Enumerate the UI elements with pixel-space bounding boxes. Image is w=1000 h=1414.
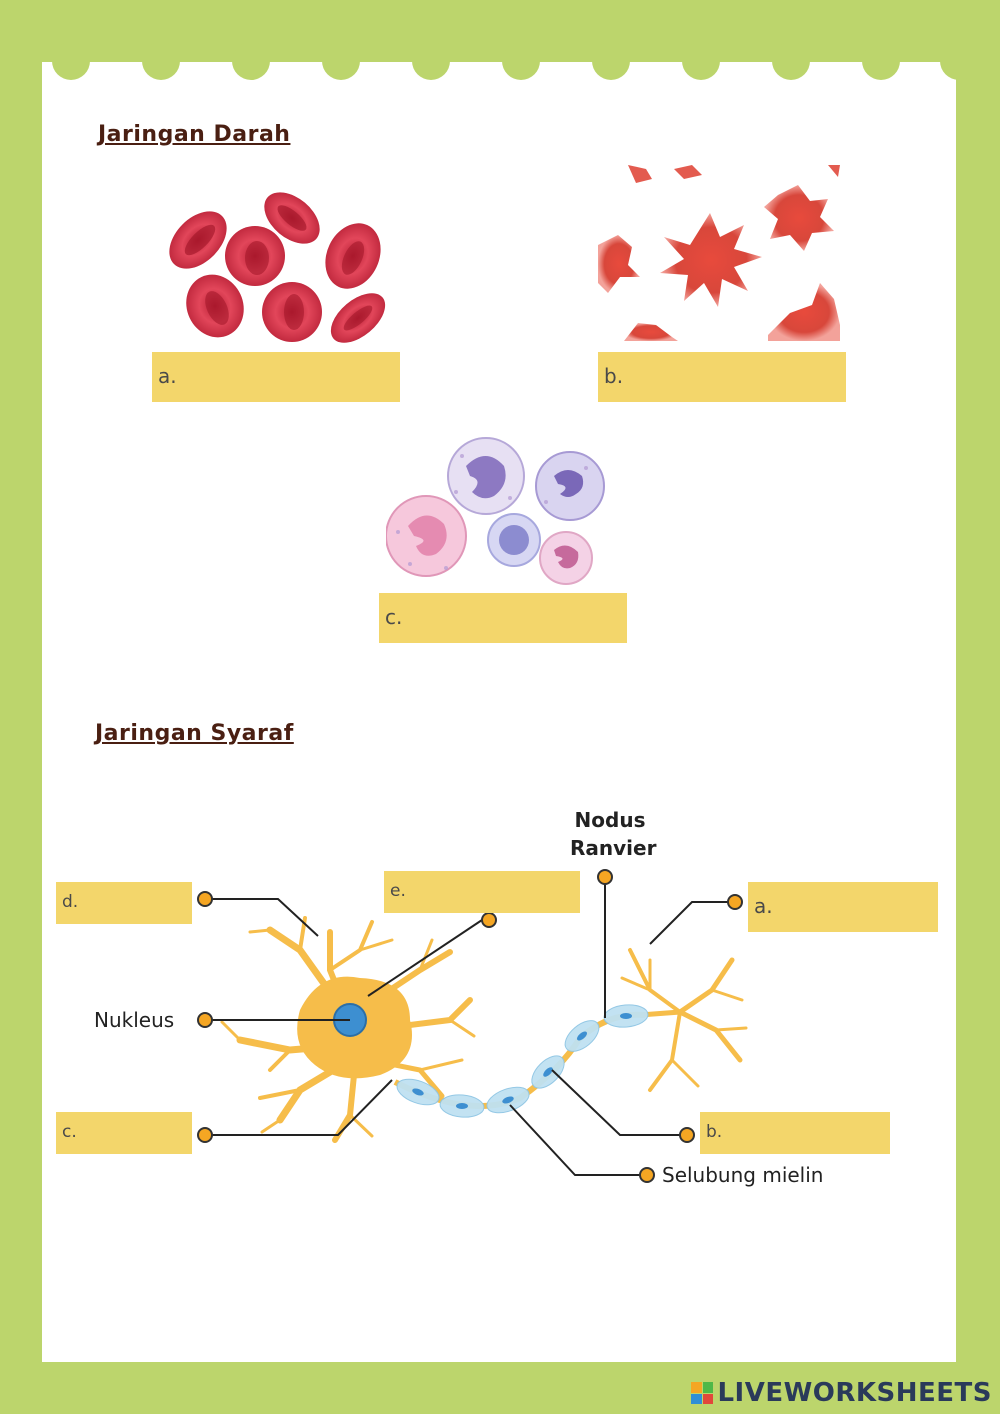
answer-box-a[interactable]: a. <box>152 352 400 402</box>
nerve-tissue-heading: Jaringan Syaraf <box>95 721 294 746</box>
myelin-sheath-label: Selubung mielin <box>662 1163 824 1187</box>
red-blood-cells-image <box>169 192 386 343</box>
answer-box-nerve-c[interactable]: c. <box>56 1112 192 1154</box>
blood-tissue-heading: Jaringan Darah <box>98 122 291 147</box>
answer-box-nerve-a[interactable]: a. <box>748 882 938 932</box>
liveworksheets-logo: LIVEWORKSHEETS <box>691 1378 992 1408</box>
nukleus-label: Nukleus <box>94 1008 175 1032</box>
answer-box-b[interactable]: b. <box>598 352 846 402</box>
nodus-ranvier-label: Nodus Ranvier <box>570 808 657 860</box>
answer-box-nerve-e[interactable]: e. <box>384 871 580 913</box>
neuron-diagram <box>197 869 748 1183</box>
answer-box-c[interactable]: c. <box>379 593 627 643</box>
answer-box-nerve-d[interactable]: d. <box>56 882 192 924</box>
logo-badge-icon <box>691 1382 714 1404</box>
platelets-image <box>598 165 840 341</box>
white-blood-cells-image <box>386 437 605 585</box>
brand-name: LIVEWORKSHEETS <box>717 1378 992 1408</box>
answer-box-nerve-b[interactable]: b. <box>700 1112 890 1154</box>
